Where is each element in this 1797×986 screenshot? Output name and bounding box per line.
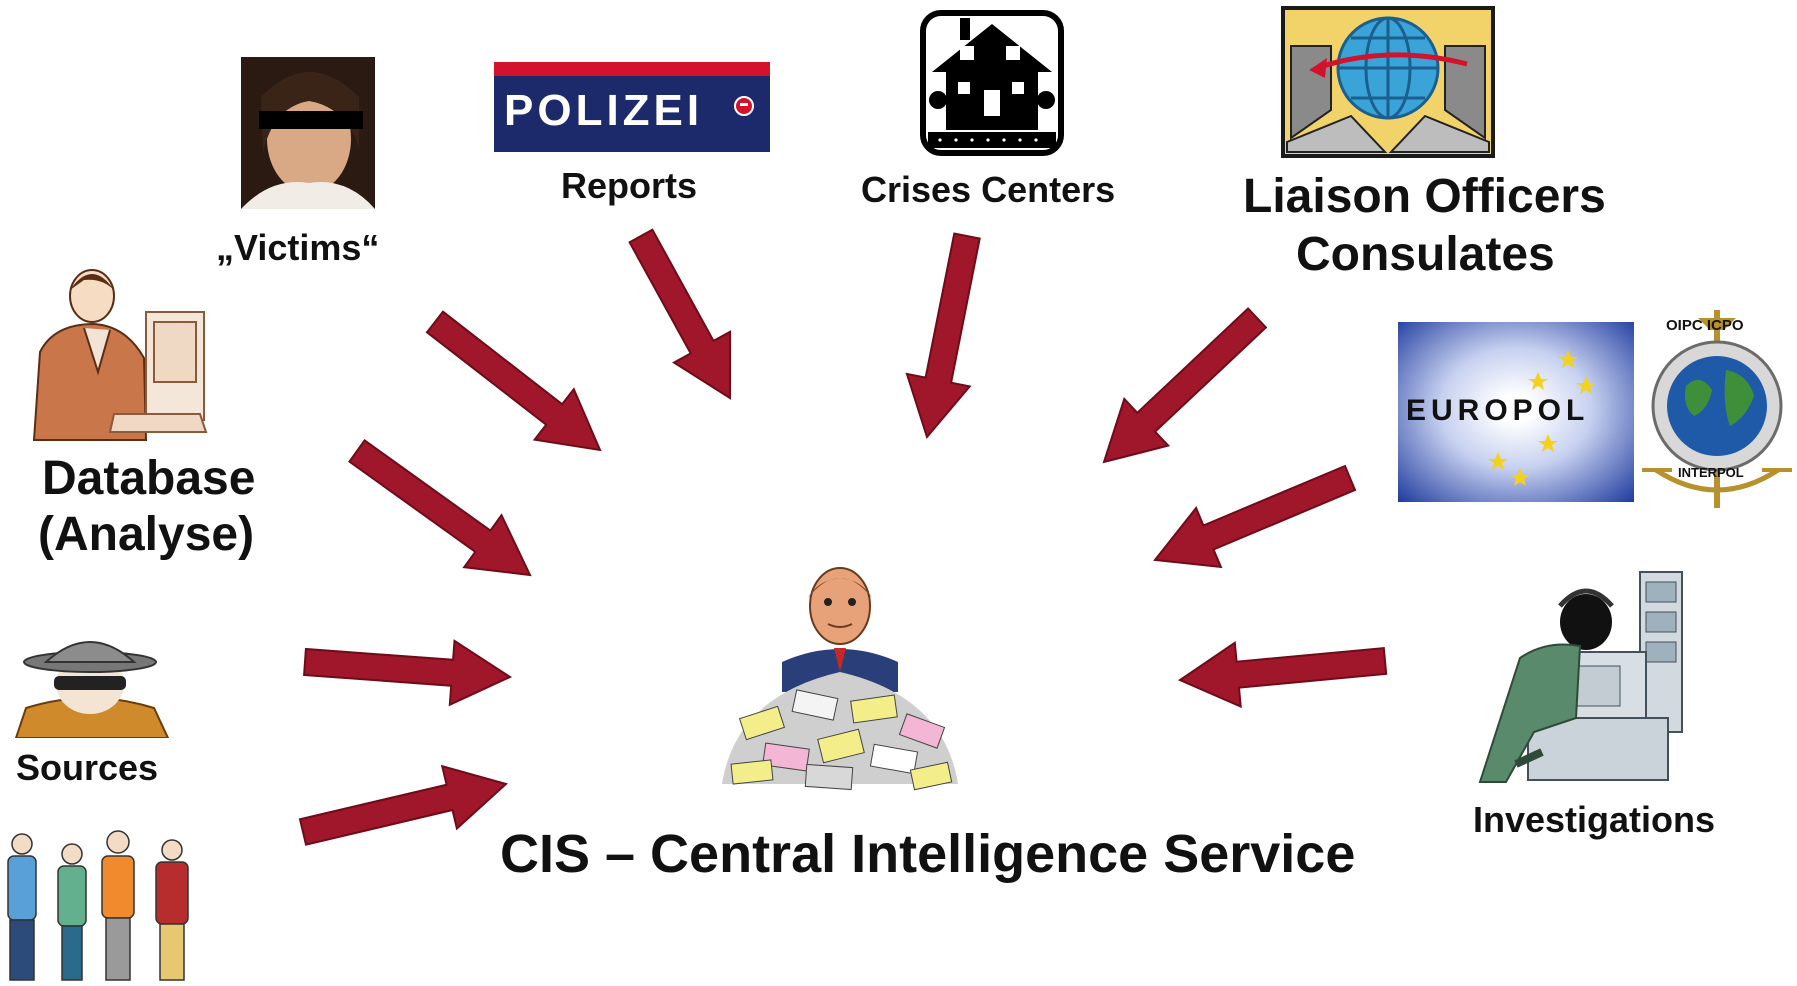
arrow-from-database (348, 439, 532, 577)
network-globe-icon (1281, 6, 1495, 158)
arrow-from-people (298, 764, 509, 846)
europol-stars-icon (1488, 350, 1596, 486)
radio-operator-icon (1478, 571, 1683, 783)
consulates-label: Consulates (1296, 228, 1555, 281)
database-label: Database (42, 452, 256, 505)
arrow-from-victims (425, 310, 602, 452)
investigations-label: Investigations (1473, 799, 1716, 840)
house-icon (920, 10, 1064, 156)
interpol-bottom-text: INTERPOL (1678, 465, 1744, 480)
interpol-emblem-icon (1642, 310, 1792, 508)
sources-label: Sources (16, 747, 159, 788)
analyse-label: (Analyse) (38, 508, 255, 561)
arrow-from-crises-centers (905, 232, 981, 440)
spy-icon (14, 641, 170, 738)
victims-label: „Victims“ (216, 227, 380, 268)
cis-center-label: CIS – Central Intelligence Service (500, 824, 1356, 884)
arrow-from-liaison (1102, 307, 1268, 464)
crises-centers-label: Crises Centers (861, 169, 1116, 210)
people-group-icon (7, 830, 189, 981)
arrow-from-reports (628, 228, 732, 400)
europol-logo: EUROPOL (1398, 322, 1634, 502)
victim-photo (241, 57, 375, 209)
polizei-badge-icon (494, 62, 770, 152)
interpol-top-text: OIPC ICPO (1666, 317, 1744, 334)
intelligence-officer-icon (722, 567, 958, 791)
arrow-from-sources (303, 639, 513, 707)
arrow-from-europol (1153, 464, 1357, 569)
reports-label: Reports (561, 165, 698, 206)
polizei-text: POLIZEI (504, 86, 704, 135)
arrow-from-investigations (1177, 641, 1388, 709)
europol-text: EUROPOL (1406, 394, 1590, 427)
analyst-at-computer-icon (32, 269, 208, 441)
polizei-logo: POLIZEI (494, 62, 770, 152)
liaison-officers-label: Liaison Officers (1243, 170, 1606, 223)
